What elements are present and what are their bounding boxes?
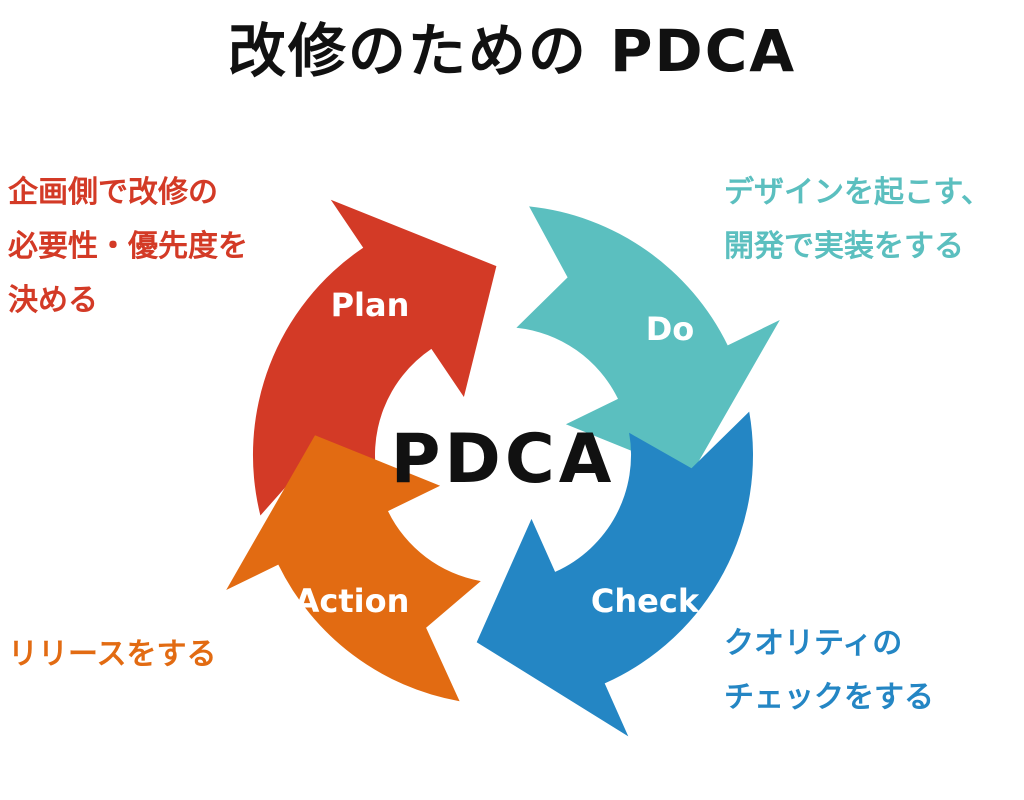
do-arrow bbox=[516, 206, 780, 475]
do-label: Do bbox=[646, 310, 695, 348]
check-note-line: クオリティの bbox=[724, 626, 903, 661]
check-note: クオリティの チェックをする bbox=[724, 617, 934, 725]
plan-note-line: 企画側で改修の bbox=[8, 175, 218, 210]
check-arrow bbox=[476, 411, 753, 737]
plan-label: Plan bbox=[331, 286, 410, 324]
check-label: Check bbox=[591, 582, 700, 620]
plan-arrow bbox=[252, 199, 497, 516]
action-note: リリースをする bbox=[8, 628, 217, 682]
action-note-line: リリースをする bbox=[8, 637, 217, 672]
action-arrow bbox=[226, 435, 481, 702]
do-note: デザインを起こす、 開発で実装をする bbox=[724, 166, 991, 274]
center-label: PDCA bbox=[391, 420, 616, 499]
check-note-line: チェックをする bbox=[724, 680, 934, 715]
do-note-line: 開発で実装をする bbox=[724, 229, 964, 264]
action-label: Action bbox=[295, 582, 410, 620]
do-note-line: デザインを起こす、 bbox=[724, 175, 991, 210]
plan-note-line: 決める bbox=[8, 283, 98, 318]
plan-note: 企画側で改修の 必要性・優先度を 決める bbox=[8, 166, 248, 328]
page-title: 改修のための PDCA bbox=[227, 17, 797, 85]
plan-note-line: 必要性・優先度を bbox=[8, 229, 248, 264]
